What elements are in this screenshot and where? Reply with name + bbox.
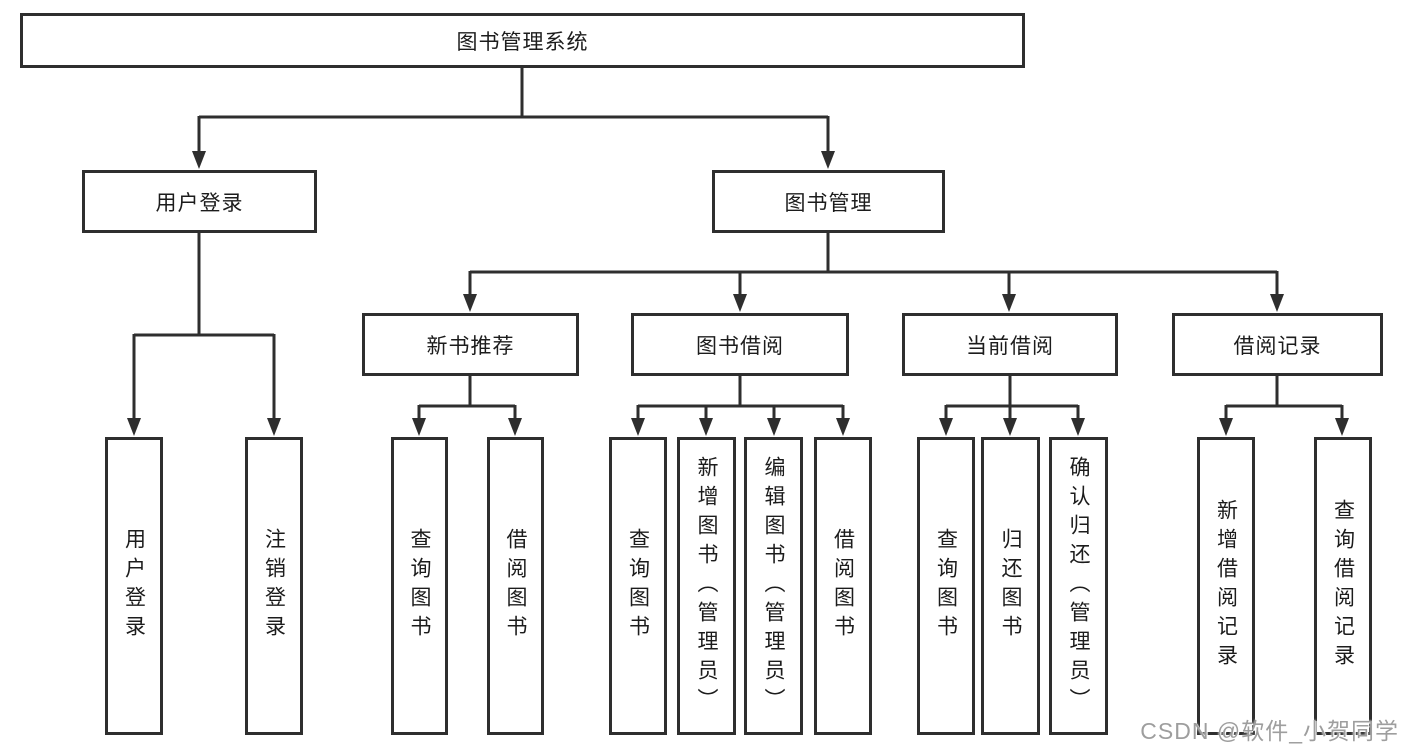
- node-label: 编辑图书（管理员）: [762, 455, 785, 717]
- node-label: 查询图书: [934, 528, 958, 644]
- node-book-management: 图书管理: [712, 170, 945, 233]
- csdn-watermark: CSDN @软件_小贺同学: [1140, 718, 1399, 744]
- node-label: 新增借阅记录: [1214, 499, 1238, 673]
- leaf-query-books-borrow: 查询图书: [609, 437, 667, 735]
- leaf-query-books-recommend: 查询图书: [391, 437, 448, 735]
- node-current-borrow: 当前借阅: [902, 313, 1118, 376]
- node-book-borrow: 图书借阅: [631, 313, 849, 376]
- node-label: 查询借阅记录: [1331, 499, 1355, 673]
- leaf-query-books-current: 查询图书: [917, 437, 975, 735]
- leaf-add-books-admin: 新增图书（管理员）: [677, 437, 736, 735]
- node-label: 借阅记录: [1233, 334, 1322, 358]
- node-label: 图书管理系统: [456, 30, 589, 54]
- node-label: 图书借阅: [696, 334, 784, 358]
- leaf-add-borrow-record: 新增借阅记录: [1197, 437, 1255, 735]
- arrowheads: [127, 151, 1349, 436]
- leaf-query-borrow-record: 查询借阅记录: [1314, 437, 1372, 735]
- leaf-user-login: 用户登录: [105, 437, 163, 735]
- node-user-login: 用户登录: [82, 170, 317, 233]
- leaf-return-books: 归还图书: [981, 437, 1040, 735]
- leaf-logout: 注销登录: [245, 437, 303, 735]
- node-borrow-records: 借阅记录: [1172, 313, 1383, 376]
- node-label: 借阅图书: [504, 528, 527, 644]
- node-label: 归还图书: [999, 528, 1022, 644]
- node-label: 查询图书: [408, 528, 431, 644]
- node-label: 用户登录: [155, 191, 244, 215]
- node-label: 确认归还（管理员）: [1067, 455, 1090, 717]
- node-label: 查询图书: [626, 528, 650, 644]
- node-label: 当前借阅: [966, 334, 1054, 358]
- leaf-edit-books-admin: 编辑图书（管理员）: [744, 437, 803, 735]
- node-label: 新增图书（管理员）: [695, 455, 718, 717]
- node-new-book-recommend: 新书推荐: [362, 313, 579, 376]
- node-label: 用户登录: [122, 528, 146, 644]
- leaf-borrow-books: 借阅图书: [814, 437, 872, 735]
- node-label: 新书推荐: [426, 334, 515, 358]
- node-library-management-system: 图书管理系统: [20, 13, 1025, 68]
- leaf-confirm-return-admin: 确认归还（管理员）: [1049, 437, 1108, 735]
- node-label: 图书管理: [784, 191, 873, 215]
- node-label: 注销登录: [262, 528, 286, 644]
- leaf-borrow-books-recommend: 借阅图书: [487, 437, 544, 735]
- node-label: 借阅图书: [831, 528, 855, 644]
